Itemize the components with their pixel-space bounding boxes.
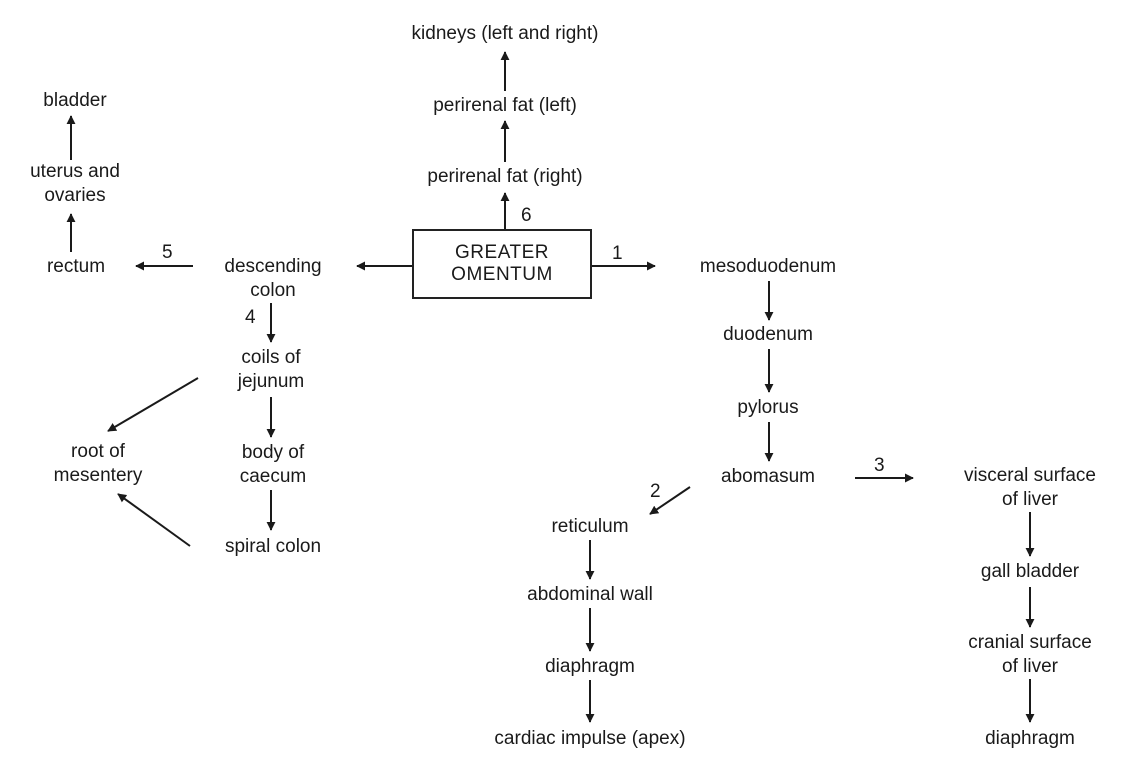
node-diaphragm-middle: diaphragm	[545, 656, 635, 677]
box-line-1: GREATER	[455, 242, 549, 263]
node-perirenal-fat-right: perirenal fat (right)	[427, 166, 583, 187]
node-gall-bladder: gall bladder	[980, 561, 1080, 582]
node-duodenum: duodenum	[723, 324, 813, 345]
node-cardiac-impulse: cardiac impulse (apex)	[494, 728, 686, 749]
route-number-6: 6	[521, 205, 532, 226]
node-reticulum: reticulum	[551, 516, 629, 537]
node-abdominal-wall: abdominal wall	[527, 584, 653, 605]
route-number-5: 5	[162, 242, 173, 263]
arrow-coils-to-root-mesentery	[107, 377, 199, 432]
node-bladder: bladder	[43, 90, 107, 111]
node-diaphragm-right: diaphragm	[985, 728, 1075, 749]
arrow-abomasum-to-reticulum	[649, 486, 691, 515]
node-rectum: rectum	[46, 256, 106, 277]
route-number-1: 1	[612, 243, 623, 264]
greater-omentum-box: GREATER OMENTUM	[412, 229, 592, 299]
route-number-2: 2	[650, 481, 661, 502]
route-number-4: 4	[245, 307, 256, 328]
node-spiral-colon: spiral colon	[224, 536, 322, 557]
node-abomasum: abomasum	[721, 466, 815, 487]
node-pylorus: pylorus	[737, 397, 799, 418]
box-line-2: OMENTUM	[451, 264, 553, 285]
node-mesoduodenum: mesoduodenum	[699, 256, 837, 277]
route-number-3: 3	[874, 455, 885, 476]
node-kidneys: kidneys (left and right)	[411, 23, 599, 44]
arrow-spiral-colon-to-root-mesentery	[117, 493, 191, 547]
node-perirenal-fat-left: perirenal fat (left)	[433, 95, 577, 116]
